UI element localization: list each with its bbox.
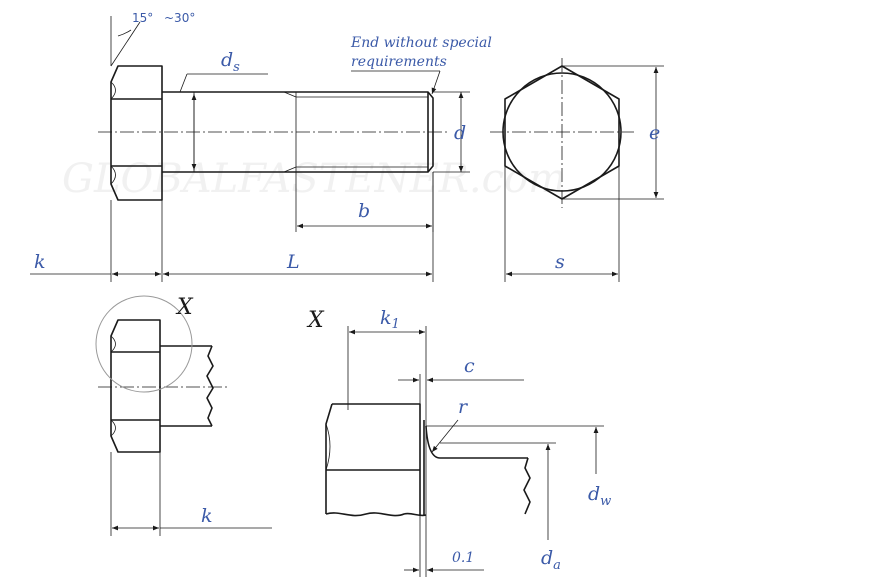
head-view-small: X [95, 295, 228, 453]
tolerance-dimension: 0.1 [404, 516, 484, 577]
da-label: da [541, 547, 561, 573]
X-ref-label: X [175, 295, 194, 320]
r-label: r [458, 396, 469, 418]
note-line-2: requirements [351, 54, 447, 70]
e-dimension: e [562, 65, 664, 200]
angle-15-label: 15° [132, 11, 153, 25]
detail-x-view: X [306, 308, 531, 517]
e-label: e [649, 122, 660, 144]
s-dimension: s [504, 166, 620, 282]
tolerance-label: 0.1 [452, 550, 474, 566]
k-main-label: k [34, 251, 46, 273]
X-detail-label: X [306, 308, 325, 333]
b-label: b [358, 200, 370, 222]
k-L-dimension: k L [30, 172, 434, 282]
angle-30-label: ~30° [164, 11, 195, 25]
dw-label: dw [588, 483, 611, 509]
d-label: d [454, 122, 466, 144]
note-line-1: End without special [350, 35, 492, 51]
chamfer-angle-annotation: 15° ~30° [110, 11, 195, 67]
da-dimension: da [440, 442, 561, 573]
ds-dimension: ds [179, 49, 268, 170]
k-small-dimension: k [110, 452, 272, 536]
c-label: c [464, 355, 475, 377]
k1-dimension: k1 [347, 307, 427, 420]
r-leader: r [431, 396, 469, 453]
d-dimension: d [433, 91, 470, 173]
k-small-label: k [201, 505, 213, 527]
L-label: L [286, 251, 300, 273]
c-dimension: c [398, 355, 524, 404]
k1-label: k1 [380, 307, 400, 332]
detail-circle [95, 295, 193, 393]
ds-label: ds [221, 49, 240, 75]
dw-dimension: dw [426, 425, 611, 509]
watermark: GLOBALFASTENER.com [62, 156, 566, 202]
end-note: End without special requirements [350, 35, 492, 95]
s-label: s [555, 251, 565, 273]
